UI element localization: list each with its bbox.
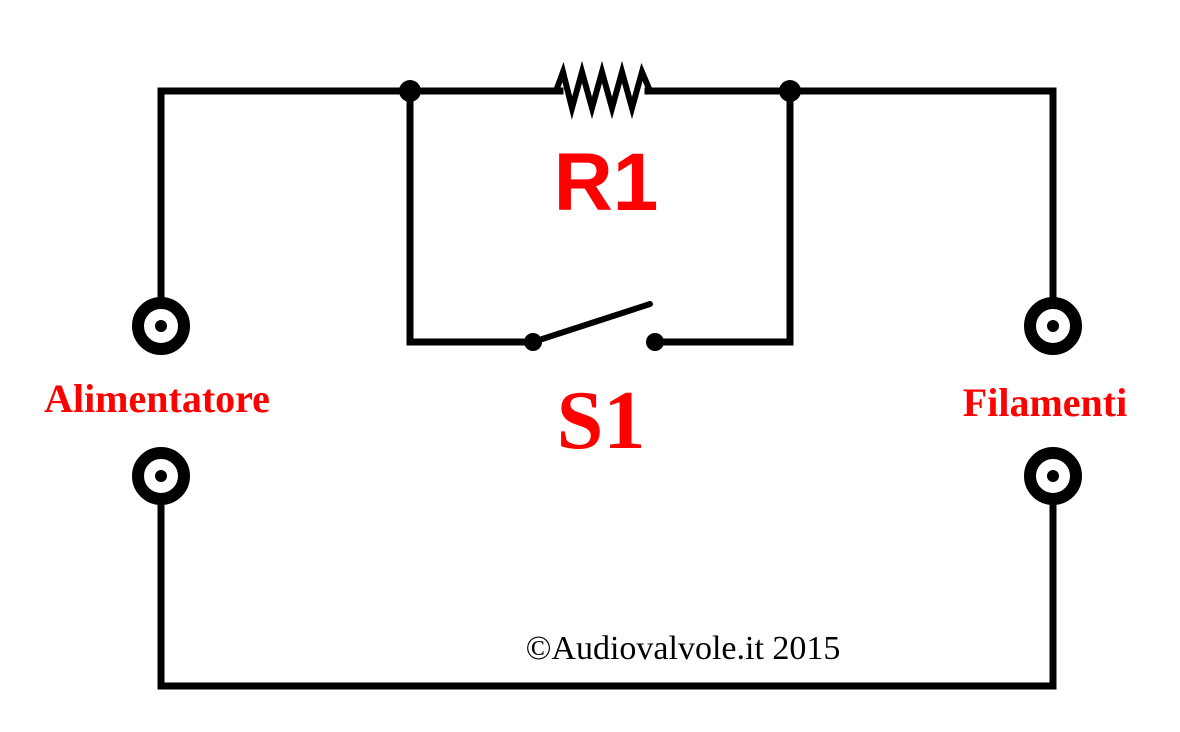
switch-label: S1 bbox=[557, 374, 646, 467]
copyright-text: ©Audiovalvole.it 2015 bbox=[526, 630, 841, 667]
wire-left-top bbox=[157, 87, 414, 303]
filaments-label: Filamenti bbox=[963, 380, 1127, 425]
wire-right-top bbox=[786, 87, 1057, 303]
switch-lever bbox=[530, 301, 653, 345]
junction-dot-left bbox=[399, 80, 421, 102]
resistor-label: R1 bbox=[554, 137, 659, 228]
terminal-left-top bbox=[132, 297, 190, 355]
terminal-right-top bbox=[1024, 297, 1082, 355]
power-supply-label: Alimentatore bbox=[44, 376, 270, 421]
wires bbox=[157, 87, 1057, 690]
switch-contact-left bbox=[524, 333, 542, 351]
switch-symbol bbox=[524, 301, 664, 351]
wire-bottom bbox=[157, 496, 1057, 690]
junction-dot-right bbox=[779, 80, 801, 102]
terminal-right-bottom bbox=[1024, 447, 1082, 505]
terminal-left-bottom bbox=[132, 447, 190, 505]
switch-contact-right bbox=[646, 333, 664, 351]
resistor-symbol bbox=[553, 60, 653, 120]
wire-switch-branch-right bbox=[651, 87, 794, 346]
wire-switch-branch-left bbox=[406, 87, 537, 346]
